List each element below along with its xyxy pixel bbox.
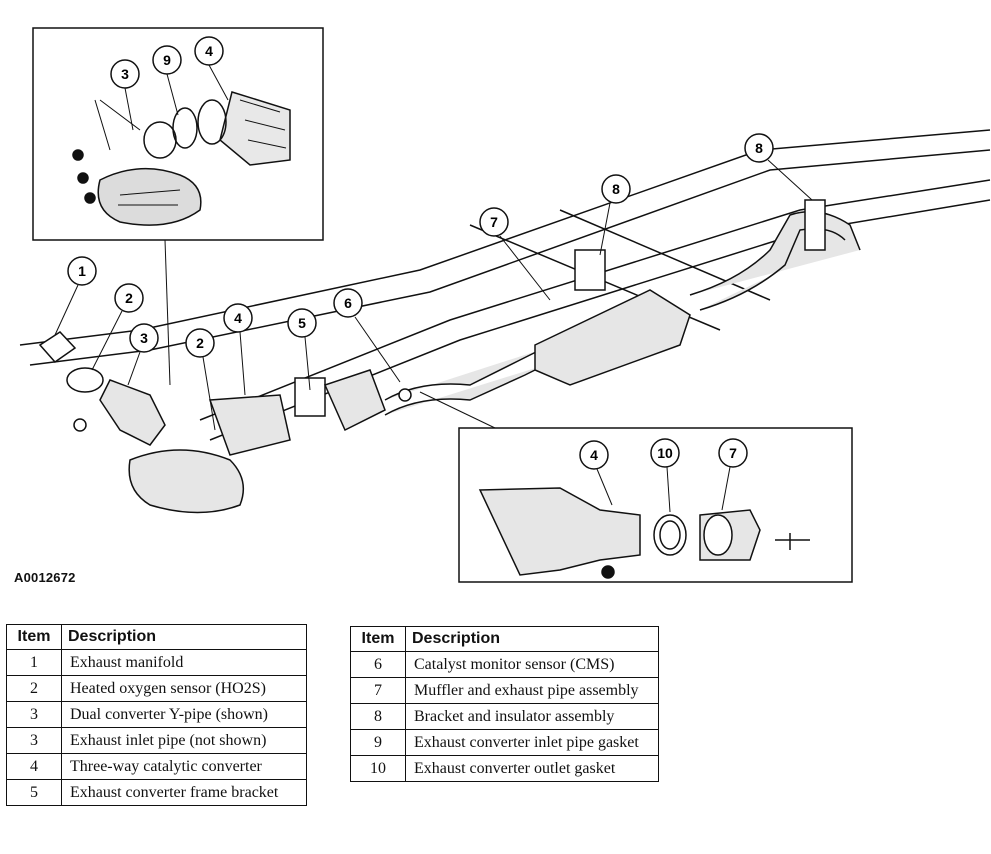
callout-4-bottom-inset: 4: [579, 440, 613, 506]
svg-text:6: 6: [344, 295, 352, 311]
item-description: Exhaust converter outlet gasket: [405, 755, 659, 782]
svg-text:1: 1: [78, 263, 86, 279]
svg-text:8: 8: [612, 181, 620, 197]
description-column-header: Description: [61, 624, 307, 650]
item-description: Bracket and insulator assembly: [405, 703, 659, 730]
svg-text:4: 4: [234, 310, 242, 326]
callouts: 3 9 4 1 2 3 2 4 5 6 7 8 8 4 10 7: [54, 36, 813, 513]
callout-8-mid: 8: [599, 174, 631, 256]
svg-text:8: 8: [755, 140, 763, 156]
item-description: Three-way catalytic converter: [61, 753, 307, 780]
svg-text:3: 3: [121, 66, 129, 82]
item-number: 5: [6, 779, 62, 806]
item-number: 4: [6, 753, 62, 780]
svg-text:3: 3: [140, 330, 148, 346]
item-description: Dual converter Y-pipe (shown): [61, 701, 307, 728]
callout-9-inset: 9: [152, 45, 182, 116]
item-number: 2: [6, 675, 62, 702]
callout-4-center: 4: [223, 303, 253, 396]
svg-text:4: 4: [590, 447, 598, 463]
item-number: 6: [350, 651, 406, 678]
item-description: Catalyst monitor sensor (CMS): [405, 651, 659, 678]
item-description: Exhaust converter frame bracket: [61, 779, 307, 806]
callout-8-rear: 8: [744, 133, 813, 201]
svg-text:9: 9: [163, 52, 171, 68]
callout-5: 5: [287, 308, 317, 391]
item-number: 3: [6, 727, 62, 754]
item-description: Exhaust manifold: [61, 649, 307, 676]
description-column-header: Description: [405, 626, 659, 652]
item-description: Heated oxygen sensor (HO2S): [61, 675, 307, 702]
item-column-header: Item: [6, 624, 62, 650]
item-column-header: Item: [350, 626, 406, 652]
item-description: Exhaust converter inlet pipe gasket: [405, 729, 659, 756]
figure-id: A0012672: [14, 570, 76, 585]
callout-3: 3: [127, 323, 159, 386]
inset-bottom: [419, 391, 853, 583]
callout-2: 2: [91, 283, 144, 371]
item-number: 9: [350, 729, 406, 756]
svg-text:5: 5: [298, 315, 306, 331]
legend-header-row: Item Description: [6, 624, 307, 650]
callout-6: 6: [333, 288, 401, 383]
item-number: 7: [350, 677, 406, 704]
item-number: 8: [350, 703, 406, 730]
item-number: 3: [6, 701, 62, 728]
callout-10-bottom-inset: 10: [650, 438, 680, 513]
svg-text:2: 2: [196, 335, 204, 351]
svg-text:4: 4: [205, 43, 213, 59]
svg-text:7: 7: [729, 445, 737, 461]
callout-2-center: 2: [185, 328, 216, 431]
svg-text:2: 2: [125, 290, 133, 306]
item-number: 10: [350, 755, 406, 782]
item-description: Muffler and exhaust pipe assembly: [405, 677, 659, 704]
exhaust-main: [38, 199, 861, 514]
exhaust-system-diagram: 3 9 4 1 2 3 2 4 5 6 7 8 8 4 10 7: [19, 27, 991, 583]
callout-3-inset: 3: [110, 59, 140, 131]
callout-1: 1: [54, 256, 97, 336]
item-number: 1: [6, 649, 62, 676]
svg-text:7: 7: [490, 214, 498, 230]
callout-4-inset: 4: [194, 36, 229, 101]
legend-header-row: Item Description: [350, 626, 659, 652]
svg-text:10: 10: [657, 445, 673, 461]
item-description: Exhaust inlet pipe (not shown): [61, 727, 307, 754]
callout-7-bottom-inset: 7: [718, 438, 748, 511]
inset-top: [32, 27, 324, 386]
callout-7: 7: [479, 207, 551, 301]
